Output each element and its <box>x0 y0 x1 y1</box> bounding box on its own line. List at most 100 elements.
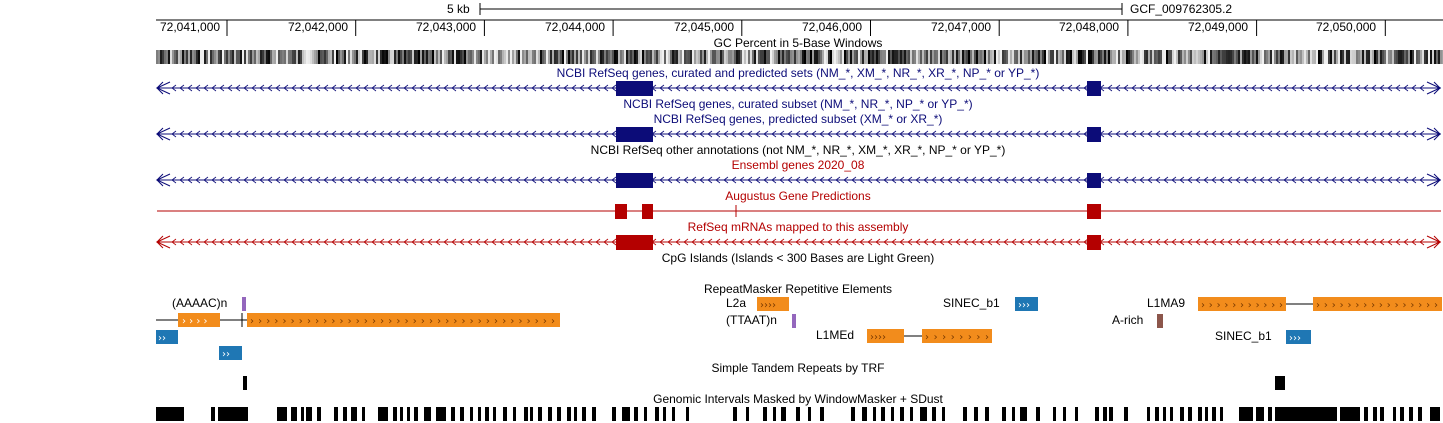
masked-interval[interactable] <box>1036 407 1040 421</box>
masked-interval[interactable] <box>317 407 321 421</box>
exon-block[interactable] <box>1087 127 1101 142</box>
masked-interval[interactable] <box>686 407 689 421</box>
masked-interval[interactable] <box>1239 407 1253 421</box>
repeat-element[interactable] <box>1198 297 1286 311</box>
track-title-simple-repeats[interactable]: Simple Tandem Repeats by TRF <box>711 361 885 375</box>
masked-interval[interactable] <box>343 407 347 421</box>
masked-interval[interactable] <box>362 407 365 421</box>
masked-interval[interactable] <box>211 407 215 421</box>
masked-interval[interactable] <box>873 407 876 421</box>
augustus-exon[interactable] <box>615 204 627 219</box>
repeat-element[interactable] <box>1015 297 1038 311</box>
masked-interval[interactable] <box>1380 407 1384 421</box>
augustus-track[interactable] <box>157 204 1441 219</box>
masked-interval[interactable] <box>407 407 410 421</box>
exon-block[interactable] <box>1087 235 1101 250</box>
masked-interval[interactable] <box>920 407 927 421</box>
augustus-exon[interactable] <box>642 204 653 219</box>
masked-interval[interactable] <box>1418 407 1422 421</box>
masked-interval[interactable] <box>378 407 388 421</box>
masked-interval[interactable] <box>1063 407 1066 421</box>
masked-interval[interactable] <box>485 407 489 421</box>
masked-interval[interactable] <box>1147 407 1150 421</box>
masked-interval[interactable] <box>932 407 936 421</box>
masked-interval[interactable] <box>513 407 516 421</box>
masked-interval[interactable] <box>746 407 749 421</box>
masked-interval[interactable] <box>985 407 989 421</box>
masked-interval[interactable] <box>1020 407 1027 421</box>
track-title-windowmasker[interactable]: Genomic Intervals Masked by WindowMasker… <box>653 392 943 406</box>
masked-interval[interactable] <box>1163 407 1166 421</box>
exon-block[interactable] <box>1087 81 1101 96</box>
masked-interval[interactable] <box>592 407 596 421</box>
repeat-element[interactable] <box>219 346 242 360</box>
masked-interval[interactable] <box>574 407 577 421</box>
repeat-element[interactable] <box>242 297 246 311</box>
repeat-element[interactable] <box>867 329 904 343</box>
masked-interval[interactable] <box>1012 407 1015 421</box>
track-title-ensembl[interactable]: Ensembl genes 2020_08 <box>731 158 865 172</box>
repeat-element[interactable] <box>922 329 992 343</box>
track-title-gc-percent[interactable]: GC Percent in 5-Base Windows <box>713 36 883 50</box>
track-title-augustus[interactable]: Augustus Gene Predictions <box>725 189 871 203</box>
masked-interval[interactable] <box>862 407 867 421</box>
masked-interval[interactable] <box>1340 407 1360 421</box>
track-title-refseq-mrna[interactable]: RefSeq mRNAs mapped to this assembly <box>687 220 909 234</box>
masked-interval[interactable] <box>612 407 616 421</box>
masked-interval[interactable] <box>524 407 528 421</box>
masked-interval[interactable] <box>451 407 455 421</box>
gene-track[interactable] <box>155 173 1442 188</box>
masked-interval[interactable] <box>1430 407 1440 421</box>
exon-block[interactable] <box>616 81 653 96</box>
masked-interval[interactable] <box>530 407 533 421</box>
masked-interval[interactable] <box>503 407 507 421</box>
masked-interval[interactable] <box>644 407 647 421</box>
masked-interval[interactable] <box>156 407 184 421</box>
masked-interval[interactable] <box>1155 407 1159 421</box>
masked-interval[interactable] <box>1393 407 1396 421</box>
masked-interval[interactable] <box>974 407 978 421</box>
masked-interval[interactable] <box>1275 407 1337 421</box>
masked-interval[interactable] <box>891 407 894 421</box>
track-title-cpg[interactable]: CpG Islands (Islands < 300 Bases are Lig… <box>661 251 935 265</box>
masked-interval[interactable] <box>470 407 473 421</box>
masked-interval[interactable] <box>1075 407 1078 421</box>
masked-interval[interactable] <box>557 407 561 421</box>
masked-interval[interactable] <box>334 407 338 421</box>
repeat-element[interactable] <box>247 313 560 327</box>
masked-interval[interactable] <box>1400 407 1404 421</box>
masked-interval[interactable] <box>900 407 904 421</box>
masked-interval[interactable] <box>436 407 446 421</box>
masked-interval[interactable] <box>478 407 481 421</box>
masked-interval[interactable] <box>414 407 418 421</box>
masked-interval[interactable] <box>1373 407 1377 421</box>
masked-interval[interactable] <box>781 407 786 421</box>
track-title-repeatmasker[interactable]: RepeatMasker Repetitive Elements <box>703 282 893 296</box>
gc-percent-graph[interactable] <box>156 50 1443 64</box>
masked-interval[interactable] <box>1002 407 1006 421</box>
masked-interval[interactable] <box>808 407 811 421</box>
masked-interval[interactable] <box>1053 407 1056 421</box>
windowmasker-track[interactable] <box>156 407 1440 421</box>
masked-interval[interactable] <box>400 407 403 421</box>
exon-block[interactable] <box>1087 173 1101 188</box>
masked-interval[interactable] <box>1109 407 1113 421</box>
masked-interval[interactable] <box>1095 407 1099 421</box>
masked-interval[interactable] <box>663 407 666 421</box>
repeat-element[interactable] <box>792 314 796 328</box>
gene-track[interactable] <box>155 235 1442 250</box>
masked-interval[interactable] <box>351 407 357 421</box>
repeat-element[interactable] <box>156 330 178 344</box>
track-title-refseq-other[interactable]: NCBI RefSeq other annotations (not NM_*,… <box>590 143 1006 157</box>
repeat-element[interactable] <box>1157 314 1163 328</box>
track-title-refseq-all[interactable]: NCBI RefSeq genes, curated and predicted… <box>556 66 1040 80</box>
masked-interval[interactable] <box>773 407 776 421</box>
masked-interval[interactable] <box>963 407 967 421</box>
masked-interval[interactable] <box>1124 407 1128 421</box>
masked-interval[interactable] <box>1170 407 1173 421</box>
masked-interval[interactable] <box>1188 407 1192 421</box>
simple-repeats-track[interactable] <box>243 376 1285 390</box>
repeatmasker-track[interactable]: › › › › ››››››››››››››››››››››››››››››››… <box>156 297 1442 360</box>
repeat-element[interactable] <box>243 376 247 390</box>
